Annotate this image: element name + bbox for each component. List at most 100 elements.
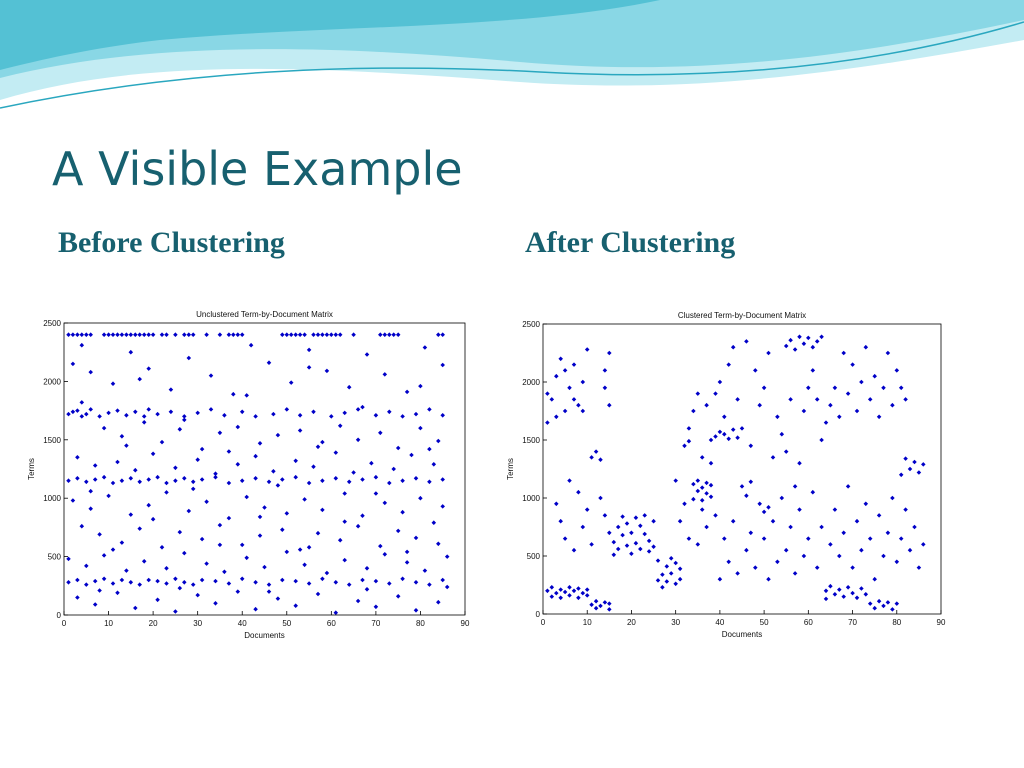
data-point bbox=[558, 587, 563, 592]
data-point bbox=[382, 552, 388, 557]
data-point bbox=[137, 376, 142, 382]
data-point bbox=[84, 411, 89, 417]
data-point bbox=[284, 407, 290, 412]
data-point bbox=[342, 557, 347, 563]
data-point bbox=[199, 536, 205, 542]
data-point bbox=[329, 414, 334, 419]
data-point bbox=[115, 459, 120, 465]
x-tick-label: 90 bbox=[461, 619, 470, 628]
data-point bbox=[655, 558, 661, 563]
data-point bbox=[150, 451, 156, 457]
data-point bbox=[413, 580, 419, 585]
data-point bbox=[708, 494, 714, 500]
data-point bbox=[88, 332, 93, 337]
data-point bbox=[748, 443, 754, 449]
data-point bbox=[668, 556, 674, 561]
data-point bbox=[133, 467, 138, 473]
data-point bbox=[717, 576, 723, 582]
data-point bbox=[217, 542, 223, 548]
data-point bbox=[686, 536, 692, 541]
data-point bbox=[92, 463, 98, 468]
data-point bbox=[854, 518, 860, 524]
data-point bbox=[872, 373, 877, 379]
data-point bbox=[814, 339, 820, 344]
y-tick-label: 500 bbox=[527, 552, 541, 561]
data-point bbox=[141, 559, 147, 564]
data-point bbox=[801, 553, 807, 559]
data-point bbox=[440, 332, 445, 337]
data-point bbox=[146, 502, 151, 508]
clustered-matrix-plot: Clustered Term-by-Document MatrixDocumen… bbox=[506, 311, 946, 639]
data-point bbox=[660, 572, 665, 577]
data-point bbox=[440, 504, 445, 509]
data-point bbox=[646, 549, 652, 554]
data-point bbox=[580, 590, 586, 596]
data-point bbox=[119, 478, 125, 483]
data-point bbox=[173, 609, 178, 614]
data-point bbox=[422, 345, 428, 350]
data-point bbox=[88, 407, 93, 412]
data-point bbox=[333, 580, 339, 585]
x-tick-label: 50 bbox=[282, 619, 291, 628]
data-point bbox=[783, 343, 789, 349]
data-point bbox=[549, 594, 555, 599]
data-point bbox=[315, 591, 321, 597]
data-point bbox=[70, 332, 76, 337]
data-point bbox=[124, 568, 129, 573]
data-point bbox=[545, 588, 550, 594]
data-point bbox=[567, 478, 572, 483]
data-point bbox=[324, 570, 330, 576]
data-point bbox=[110, 547, 116, 552]
data-point bbox=[364, 352, 370, 357]
data-point bbox=[257, 514, 263, 520]
data-point bbox=[195, 457, 200, 462]
data-point bbox=[106, 410, 111, 416]
data-point bbox=[699, 507, 705, 512]
data-point bbox=[275, 483, 281, 488]
data-point bbox=[79, 523, 85, 529]
data-point bbox=[364, 566, 370, 571]
data-point bbox=[757, 402, 762, 408]
y-axis-label: Terms bbox=[27, 458, 36, 480]
data-point bbox=[730, 518, 736, 524]
y-tick-label: 0 bbox=[536, 610, 541, 619]
data-point bbox=[226, 480, 232, 486]
data-point bbox=[418, 425, 423, 431]
data-point bbox=[70, 409, 76, 415]
data-point bbox=[101, 553, 107, 558]
data-point bbox=[664, 564, 670, 569]
data-point bbox=[395, 445, 401, 451]
data-point bbox=[146, 477, 151, 482]
data-point bbox=[436, 332, 441, 337]
data-point bbox=[624, 543, 630, 548]
data-point bbox=[602, 513, 608, 518]
data-points bbox=[66, 332, 450, 615]
data-point bbox=[355, 598, 361, 604]
data-point bbox=[576, 595, 581, 601]
data-point bbox=[329, 332, 334, 337]
data-points bbox=[545, 334, 926, 612]
data-point bbox=[832, 507, 838, 512]
data-point bbox=[320, 332, 325, 337]
data-point bbox=[699, 485, 705, 490]
y-tick-label: 1500 bbox=[522, 436, 540, 445]
data-point bbox=[823, 596, 829, 602]
data-point bbox=[271, 469, 276, 474]
data-point bbox=[444, 554, 450, 559]
heading-before-clustering: Before Clustering bbox=[58, 226, 285, 259]
data-point bbox=[722, 536, 727, 541]
data-point bbox=[436, 541, 441, 547]
data-point bbox=[686, 438, 692, 444]
data-point bbox=[66, 478, 71, 483]
data-point bbox=[186, 355, 192, 361]
data-point bbox=[562, 368, 568, 373]
data-point bbox=[355, 523, 361, 529]
data-point bbox=[391, 332, 396, 337]
data-point bbox=[584, 347, 590, 352]
data-point bbox=[369, 460, 374, 466]
data-point bbox=[92, 602, 98, 607]
data-point bbox=[837, 414, 842, 420]
data-point bbox=[921, 542, 926, 547]
x-tick-label: 0 bbox=[541, 618, 546, 627]
data-point bbox=[124, 413, 129, 418]
